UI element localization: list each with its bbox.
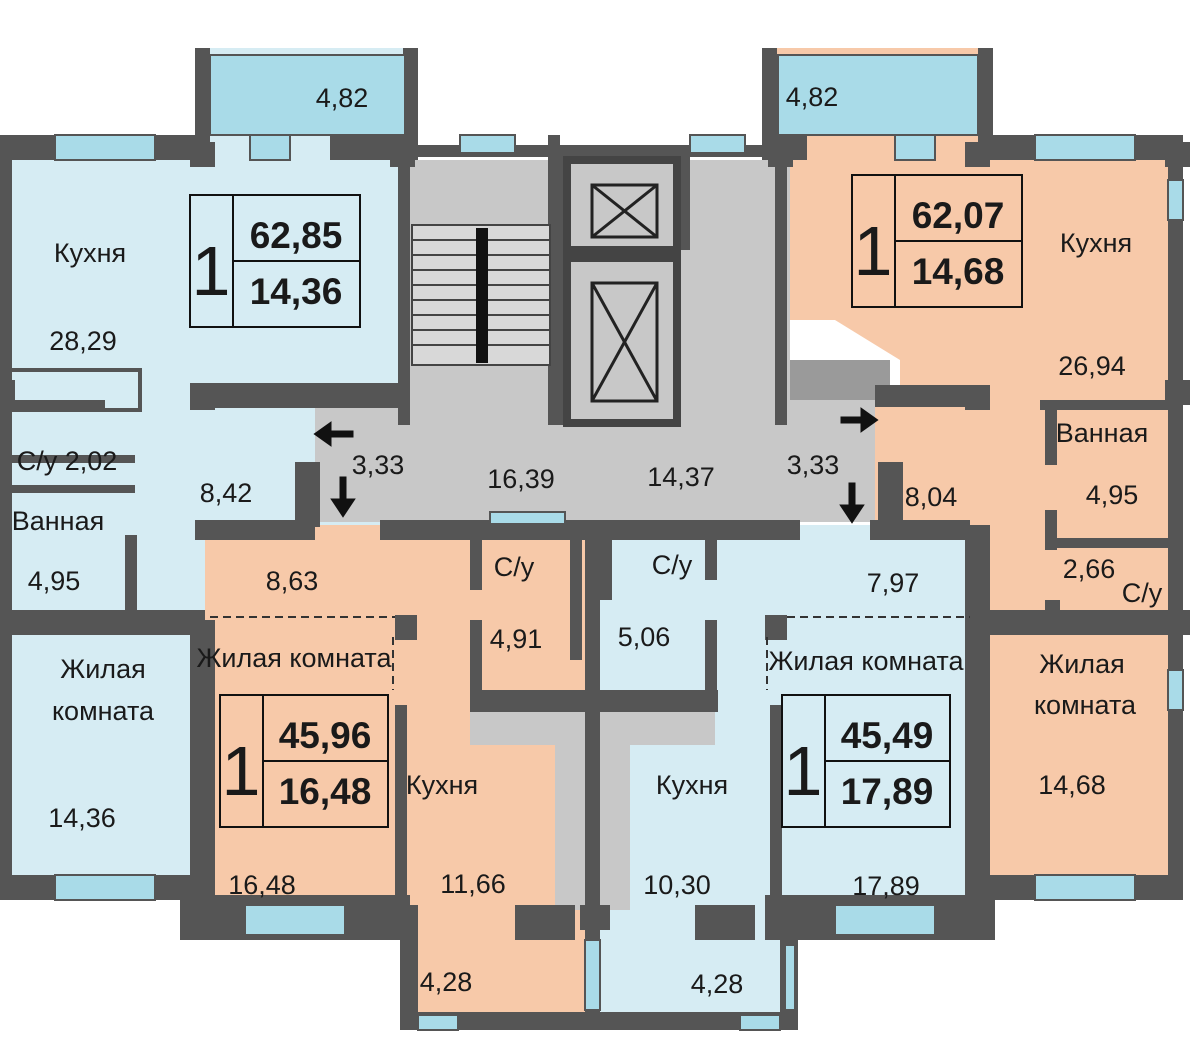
apartment-top-right-fill [790, 150, 1178, 890]
arrow-right-icon [840, 407, 879, 433]
br-hall-area: 7,97 [867, 568, 920, 598]
elevators [563, 156, 681, 427]
tr-kitchen-area: 26,94 [1058, 351, 1126, 381]
tl-kitchen-label: Кухня [54, 238, 126, 268]
arrow-down-right-icon [839, 482, 865, 524]
riser-shaft [790, 360, 890, 400]
rooms-count: 1 [854, 212, 893, 290]
total-area: 62,85 [250, 215, 343, 256]
total-area: 45,96 [279, 715, 372, 756]
room-labels: 4,82 Кухня 28,29 С/у 2,02 8,42 Ванная 4,… [12, 82, 1163, 999]
br-kitchen-label: Кухня [656, 770, 728, 800]
rooms-count: 1 [784, 732, 823, 810]
apartment-info-bottom-right: 1 45,49 17,89 [781, 694, 951, 828]
apartment-info-bottom-left: 1 45,96 16,48 [219, 694, 389, 828]
bl-kitchen-label: Кухня [406, 770, 478, 800]
tr-bath-label: Ванная [1056, 418, 1148, 448]
tl-kitchen-area: 28,29 [49, 326, 117, 356]
windows [54, 54, 1184, 1031]
br-kitchen-area: 10,30 [643, 870, 711, 900]
br-wc-label: С/у [652, 550, 693, 580]
apartment-info-top-left: 1 62,85 14,36 [189, 194, 361, 328]
tl-living-label-1: Жилая [60, 654, 145, 684]
tr-living-area: 14,68 [1038, 770, 1106, 800]
br-living-area: 17,89 [852, 871, 920, 901]
arrow-left-icon [313, 421, 354, 447]
tl-living-label-2: комната [52, 696, 155, 726]
tl-bath-area: 4,95 [28, 566, 81, 596]
bl-kitchen-area: 11,66 [440, 869, 506, 899]
bl-balcony-area: 4,28 [420, 967, 473, 997]
bl-hall-area: 8,63 [266, 566, 319, 596]
tr-kitchen-label: Кухня [1060, 228, 1132, 258]
tl-bath-label: Ванная [12, 506, 104, 536]
corridor-center-right-area: 14,37 [647, 462, 715, 492]
tr-balcony-area: 4,82 [786, 82, 839, 112]
tl-hall-area: 8,42 [200, 478, 253, 508]
tl-living-area: 14,36 [48, 803, 116, 833]
apartment-bottom-right-balcony-fill [600, 910, 785, 1015]
br-living-label: Жилая комната [768, 646, 964, 676]
br-wc-area: 5,06 [618, 622, 671, 652]
corridor-right-area: 3,33 [787, 450, 840, 480]
tr-bath-area: 4,95 [1086, 480, 1139, 510]
tr-wc-area: 2,66 [1063, 554, 1116, 584]
tl-wc: С/у 2,02 [17, 446, 118, 476]
central-shaft-fill [470, 710, 585, 910]
corridor-center-left-area: 16,39 [487, 464, 555, 494]
living-area: 14,36 [250, 271, 343, 312]
bl-wc-label: С/у [494, 552, 535, 582]
apartment-info-top-right: 1 62,07 14,68 [851, 174, 1023, 308]
total-area: 45,49 [841, 715, 934, 756]
rooms-count: 1 [192, 232, 231, 310]
living-area: 16,48 [279, 771, 372, 812]
tr-hall-area: 8,04 [905, 482, 958, 512]
corridor-left-area: 3,33 [352, 450, 405, 480]
entrance-arrows [313, 407, 879, 524]
central-shaft-fill-2 [600, 710, 715, 910]
total-area: 62,07 [912, 195, 1005, 236]
living-area: 17,89 [841, 771, 934, 812]
arrow-down-left-icon [330, 476, 356, 518]
tr-wc-label: С/у [1122, 578, 1163, 608]
tl-balcony-area: 4,82 [316, 83, 369, 113]
tr-living-label-2: комната [1034, 690, 1137, 720]
bl-living-area: 16,48 [228, 870, 296, 900]
tr-living-label-1: Жилая [1039, 649, 1124, 679]
bl-wc-area: 4,91 [490, 624, 543, 654]
bl-living-label: Жилая комната [196, 643, 392, 673]
rooms-count: 1 [222, 732, 261, 810]
br-balcony-area: 4,28 [691, 969, 744, 999]
living-area: 14,68 [912, 251, 1005, 292]
stairs [411, 224, 551, 366]
